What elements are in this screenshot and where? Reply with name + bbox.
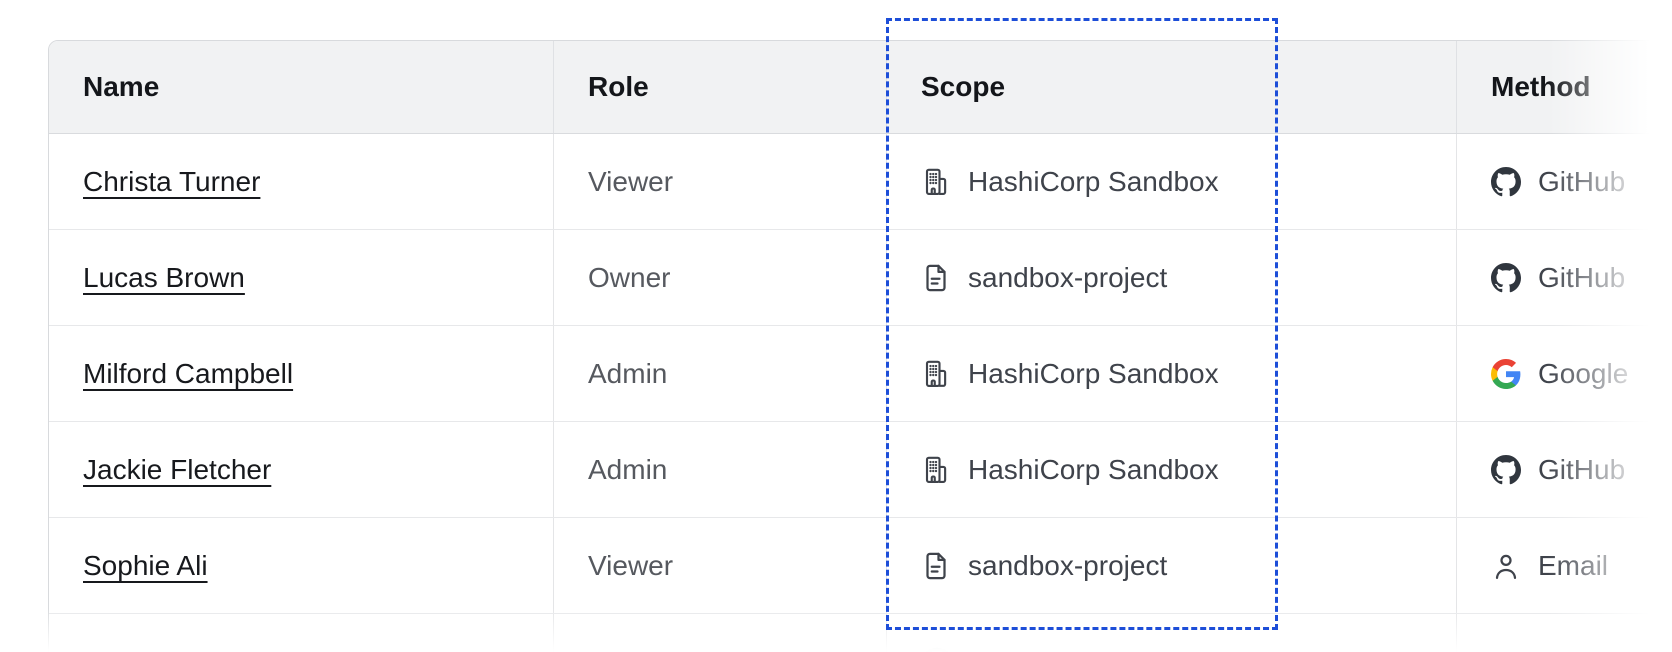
name-cell: Christa Turner bbox=[49, 134, 554, 229]
scope-value: HashiCorp Sandbox bbox=[968, 357, 1219, 389]
member-name-link[interactable]: Christa Turner bbox=[83, 165, 261, 197]
file-text-icon bbox=[926, 552, 946, 579]
role-value: Admin bbox=[588, 357, 668, 389]
user-icon bbox=[1495, 554, 1517, 579]
column-header-name: Name bbox=[49, 41, 554, 133]
name-cell: Milford Campbell bbox=[49, 326, 554, 421]
scope-cell: HashiCorp Sandbox bbox=[887, 422, 1457, 517]
name-cell: Sophie Ali bbox=[49, 518, 554, 613]
role-value: Owner bbox=[588, 261, 671, 293]
member-name-link[interactable]: Sophie Ali bbox=[83, 549, 208, 581]
role-value: Admin bbox=[588, 453, 668, 485]
role-cell: Viewer bbox=[554, 518, 887, 613]
bottom-fade-overlay bbox=[0, 608, 1672, 652]
building-icon bbox=[925, 456, 947, 483]
table-header-row: Name Role Scope Method bbox=[49, 41, 1672, 134]
building-icon bbox=[925, 168, 947, 195]
table-row: Sophie Ali Viewer sandbox-project bbox=[49, 518, 1672, 614]
scope-value: HashiCorp Sandbox bbox=[968, 165, 1219, 197]
name-cell: Jackie Fletcher bbox=[49, 422, 554, 517]
role-cell: Admin bbox=[554, 422, 887, 517]
github-icon bbox=[1491, 454, 1521, 484]
scope-cell: sandbox-project bbox=[887, 518, 1457, 613]
column-header-role: Role bbox=[554, 41, 887, 133]
table-row: Lucas Brown Owner sandbox-project bbox=[49, 230, 1672, 326]
role-cell: Owner bbox=[554, 230, 887, 325]
scope-cell: sandbox-project bbox=[887, 230, 1457, 325]
scope-cell: HashiCorp Sandbox bbox=[887, 326, 1457, 421]
column-header-name-label: Name bbox=[83, 71, 160, 102]
role-cell: Viewer bbox=[554, 134, 887, 229]
role-cell: Admin bbox=[554, 326, 887, 421]
building-icon bbox=[925, 360, 947, 387]
scope-cell: HashiCorp Sandbox bbox=[887, 134, 1457, 229]
member-name-link[interactable]: Jackie Fletcher bbox=[83, 453, 272, 485]
role-value: Viewer bbox=[588, 549, 674, 581]
scope-value: HashiCorp Sandbox bbox=[968, 453, 1219, 485]
file-text-icon bbox=[926, 264, 946, 291]
google-icon bbox=[1491, 358, 1521, 389]
right-fade-overlay bbox=[1548, 0, 1672, 652]
github-icon bbox=[1491, 262, 1521, 292]
column-header-role-label: Role bbox=[588, 71, 649, 102]
column-header-scope-label: Scope bbox=[921, 71, 1006, 102]
member-name-link[interactable]: Lucas Brown bbox=[83, 261, 245, 293]
column-header-scope: Scope bbox=[887, 41, 1457, 133]
scope-value: sandbox-project bbox=[968, 549, 1168, 581]
github-icon bbox=[1491, 166, 1521, 196]
table-row: Milford Campbell Admin HashiCorp Sandbox bbox=[49, 326, 1672, 422]
scope-value: sandbox-project bbox=[968, 261, 1168, 293]
members-table: Name Role Scope Method Christa Turner Vi… bbox=[48, 40, 1672, 652]
table-row: Jackie Fletcher Admin HashiCorp Sandbox bbox=[49, 422, 1672, 518]
role-value: Viewer bbox=[588, 165, 674, 197]
name-cell: Lucas Brown bbox=[49, 230, 554, 325]
table-row: Christa Turner Viewer HashiCorp Sandbox bbox=[49, 134, 1672, 230]
member-name-link[interactable]: Milford Campbell bbox=[83, 357, 294, 389]
